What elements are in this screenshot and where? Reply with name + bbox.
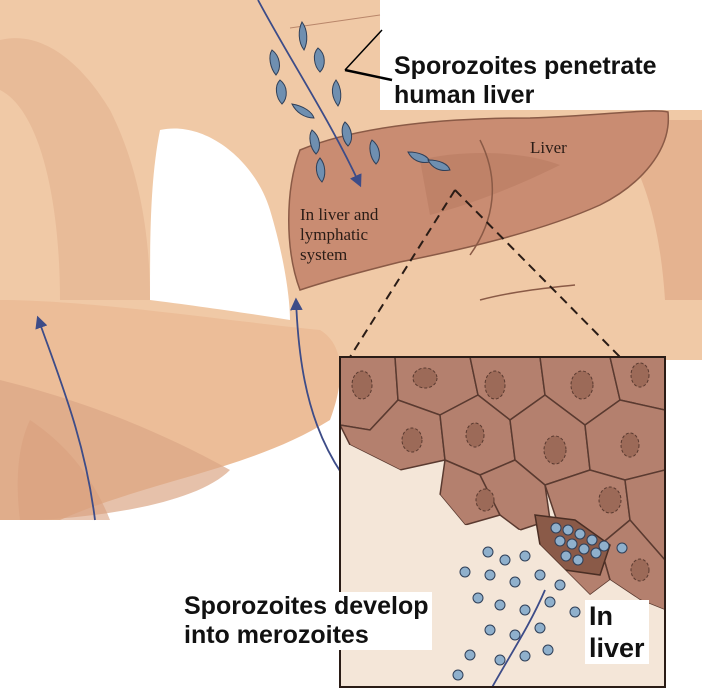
cell-nucleus xyxy=(544,436,566,464)
merozoite xyxy=(483,547,493,557)
cell-nucleus xyxy=(571,371,593,399)
merozoite xyxy=(465,650,475,660)
merozoite xyxy=(575,529,585,539)
merozoite xyxy=(551,523,561,533)
label-line: liver xyxy=(589,632,645,664)
merozoite xyxy=(500,555,510,565)
cell-nucleus xyxy=(413,368,437,388)
merozoite xyxy=(520,605,530,615)
merozoite xyxy=(579,544,589,554)
label-liver: Liver xyxy=(530,138,567,158)
merozoite xyxy=(520,651,530,661)
label-line: In liver and xyxy=(300,205,378,225)
label-line: In xyxy=(589,600,645,632)
label-liver-lymphatic-system: In liver and lymphatic system xyxy=(300,205,378,265)
label-line: into merozoites xyxy=(184,621,428,650)
merozoite xyxy=(510,630,520,640)
label-line: human liver xyxy=(394,81,657,110)
merozoite xyxy=(567,539,577,549)
merozoite xyxy=(520,551,530,561)
merozoite xyxy=(545,597,555,607)
merozoite xyxy=(495,600,505,610)
cell-nucleus xyxy=(352,371,372,399)
cell-nucleus xyxy=(485,371,505,399)
merozoite xyxy=(485,570,495,580)
merozoite xyxy=(563,525,573,535)
cell-nucleus xyxy=(631,363,649,387)
merozoite xyxy=(587,535,597,545)
label-sporozoites-penetrate: Sporozoites penetrate human liver xyxy=(390,52,661,110)
cell-nucleus xyxy=(476,489,494,511)
label-in-liver: In liver xyxy=(585,600,649,664)
merozoite xyxy=(485,625,495,635)
cell-nucleus xyxy=(599,487,621,513)
merozoite xyxy=(555,536,565,546)
merozoite xyxy=(510,577,520,587)
merozoite xyxy=(495,655,505,665)
label-line: system xyxy=(300,245,378,265)
merozoite xyxy=(535,623,545,633)
merozoite xyxy=(555,580,565,590)
merozoite xyxy=(535,570,545,580)
merozoite xyxy=(473,593,483,603)
merozoite xyxy=(570,607,580,617)
label-sporozoites-develop: Sporozoites develop into merozoites xyxy=(180,592,432,650)
merozoite xyxy=(561,551,571,561)
merozoite xyxy=(453,670,463,680)
label-line: lymphatic xyxy=(300,225,378,245)
merozoite xyxy=(460,567,470,577)
cell-nucleus xyxy=(466,423,484,447)
merozoite xyxy=(573,555,583,565)
merozoite xyxy=(591,548,601,558)
merozoite xyxy=(599,541,609,551)
label-line: Sporozoites penetrate xyxy=(394,52,657,81)
label-line: Sporozoites develop xyxy=(184,592,428,621)
cell-nucleus xyxy=(402,428,422,452)
cell-nucleus xyxy=(621,433,639,457)
merozoite xyxy=(617,543,627,553)
cell-nucleus xyxy=(631,559,649,581)
merozoite xyxy=(543,645,553,655)
